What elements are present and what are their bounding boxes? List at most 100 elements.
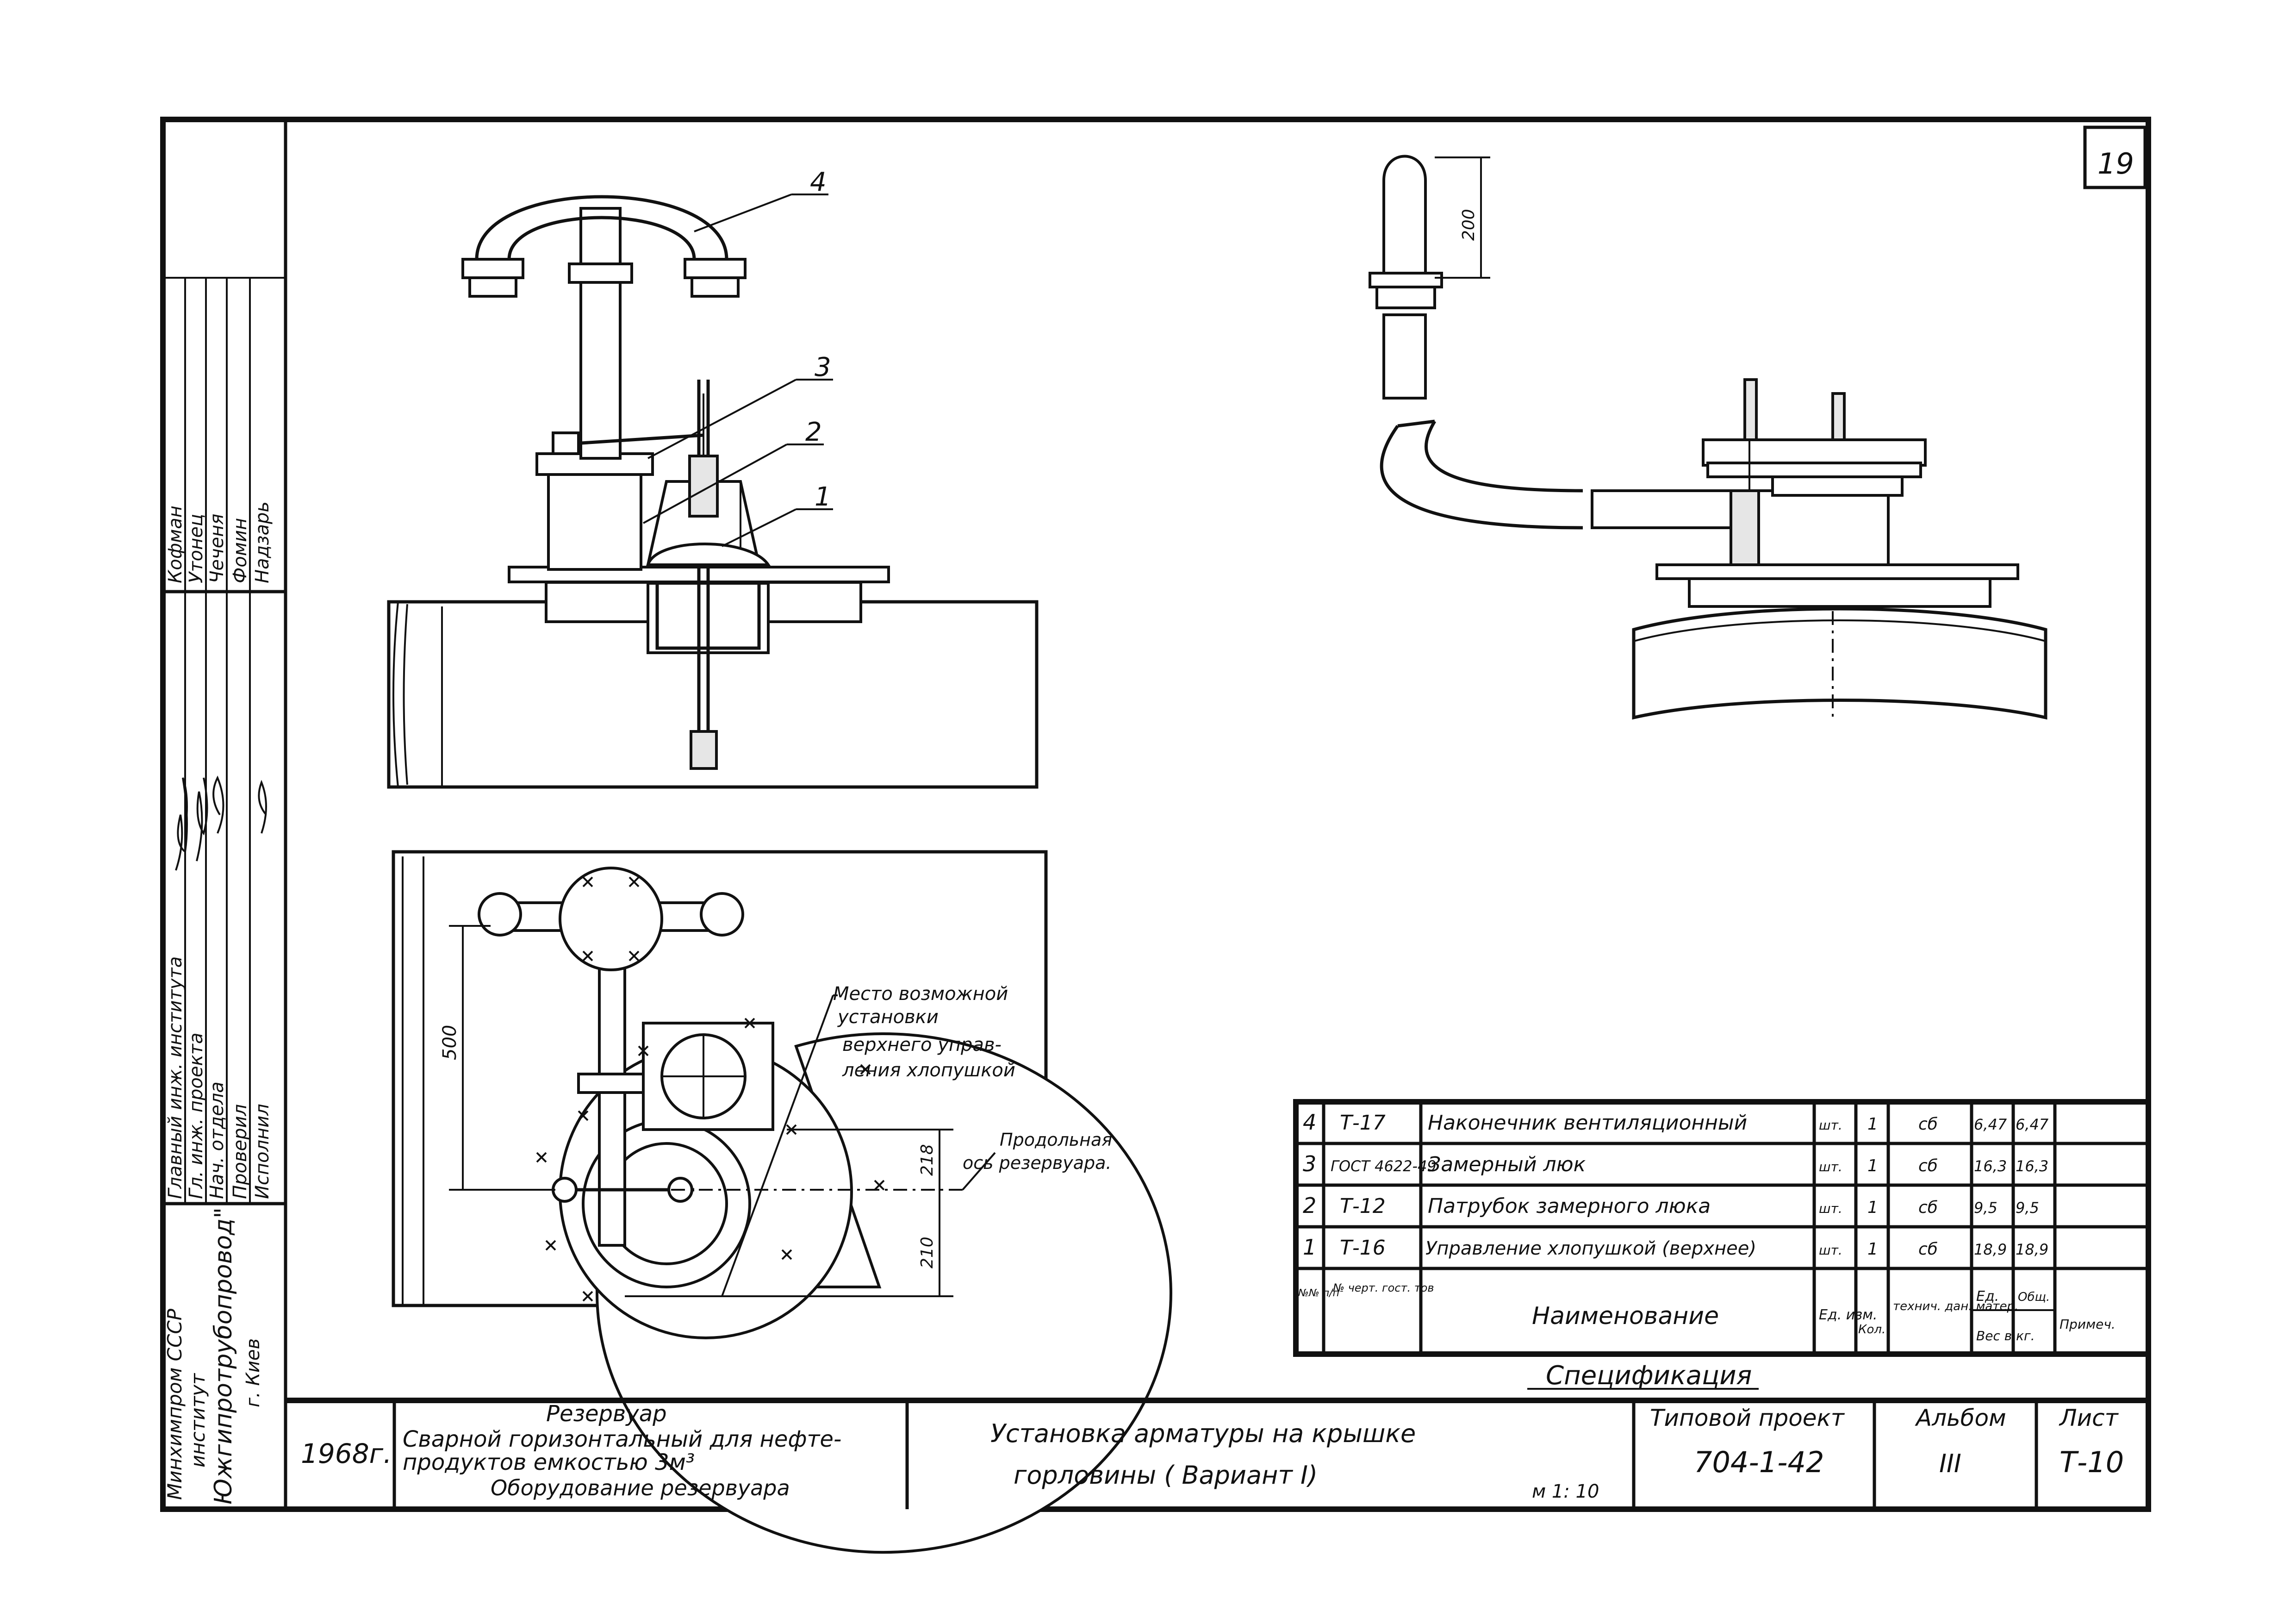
spec-row-2-qty: 1	[1867, 1156, 1878, 1175]
sheet-label: Лист	[2059, 1405, 2119, 1431]
spec-row-2-name: Замерный люк	[1428, 1153, 1586, 1176]
spec-head-unit: Ед. изм.	[1819, 1307, 1877, 1323]
project-value: 704-1-42	[1694, 1445, 1824, 1479]
front-elevation-view: 4 3 2 1	[387, 167, 1039, 789]
spec-row-3-unit: шт.	[1819, 1201, 1842, 1216]
dim-218: 218	[918, 1144, 937, 1176]
specification-table: 4 Т-17 Наконечник вентиляционный шт. 1 с…	[1293, 1099, 2151, 1391]
role-3: Нач. отдела	[206, 1081, 228, 1199]
name-1: Кофман	[165, 506, 186, 583]
spec-row-4-tech: сб	[1918, 1240, 1938, 1259]
name-4: Фомин	[230, 518, 251, 583]
name-2: Утонец	[186, 514, 207, 583]
spec-row-1-name: Наконечник вентиляционный	[1428, 1111, 1747, 1135]
spec-row-4-w1: 18,9	[1974, 1241, 2007, 1258]
spec-row-2-doc: ГОСТ 4622-49	[1331, 1157, 1437, 1175]
spec-row-1-unit: шт.	[1819, 1118, 1842, 1133]
spec-row-2-w2: 16,3	[2016, 1157, 2048, 1175]
spec-row-4-unit: шт.	[1819, 1243, 1842, 1258]
spec-head-doc: № черт. гост. тов	[1332, 1281, 1434, 1294]
scale: м 1: 10	[1532, 1481, 1599, 1502]
role-4: Проверил	[230, 1104, 251, 1199]
dim-210: 210	[918, 1237, 937, 1268]
project-label: Типовой проект	[1650, 1405, 1845, 1431]
role-5: Исполнил	[252, 1104, 273, 1199]
spec-head-w-label: Вес в кг.	[1976, 1328, 2035, 1343]
spec-row-3-pos: 2	[1303, 1193, 1316, 1218]
note-place-1: Место возможной	[833, 983, 1008, 1005]
object-line-1: Резервуар	[546, 1401, 667, 1427]
name-5: Надзарь	[252, 501, 273, 583]
spec-head-qty: Кол.	[1858, 1323, 1885, 1337]
spec-row-1-doc: Т-17	[1340, 1111, 1386, 1135]
spec-row-2-unit: шт.	[1819, 1159, 1842, 1174]
dim-200: 200	[1459, 209, 1478, 241]
org-line-3: Южгипротрубопровод"	[210, 1207, 237, 1505]
note-place-2: установки	[837, 1006, 939, 1028]
spec-row-2-w1: 16,3	[1974, 1157, 2007, 1175]
tank-shell-side	[1632, 607, 2047, 720]
stamp-org: Минхимпром СССР институт Южгипротрубопро…	[163, 1207, 264, 1505]
note-axis-2: ось резервуара.	[963, 1153, 1111, 1173]
sheet-corner-box	[2083, 125, 2147, 189]
elbow-pipe	[1380, 425, 1583, 530]
note-place-4: ления хлопушкой	[842, 1060, 1015, 1081]
stamp-roles: Главный инж. института Гл. инж. проекта …	[165, 956, 273, 1199]
signatures	[175, 775, 267, 871]
spec-row-3-w1: 9,5	[1974, 1199, 1997, 1217]
role-1: Главный инж. института	[165, 956, 186, 1199]
spec-row-4-doc: Т-16	[1340, 1236, 1386, 1260]
callout-3: 3	[815, 352, 831, 382]
spec-row-3-name: Патрубок замерного люка	[1428, 1194, 1711, 1218]
album-label: Альбом	[1915, 1405, 2006, 1431]
sheet-value: Т-10	[2060, 1445, 2124, 1479]
stamp-names: Кофман Утонец Чеченя Фомин Надзарь	[165, 501, 273, 583]
spec-row-3-tech: сб	[1918, 1198, 1938, 1217]
note-place-3: верхнего управ-	[842, 1034, 1002, 1056]
year: 1968г.	[301, 1438, 392, 1469]
spec-row-3-qty: 1	[1867, 1198, 1878, 1217]
name-3: Чеченя	[206, 514, 228, 584]
object-line-2: Сварной горизонтальный для нефте-	[403, 1426, 841, 1452]
spec-row-4-pos: 1	[1303, 1235, 1316, 1260]
spec-row-1-w1: 6,47	[1974, 1116, 2007, 1133]
spec-row-2-tech: сб	[1918, 1156, 1938, 1175]
drawing-line-2: горловины ( Вариант I)	[1014, 1461, 1318, 1490]
spec-head-w-unit: Ед.	[1976, 1288, 1999, 1305]
note-axis-1: Продольная	[1000, 1130, 1112, 1150]
drawing-line-1: Установка арматуры на крышке	[990, 1419, 1416, 1448]
spec-head-pos: №№ п/п	[1298, 1287, 1339, 1299]
spec-row-1-w2: 6,47	[2016, 1116, 2049, 1133]
spec-row-2-pos: 3	[1303, 1151, 1316, 1176]
spec-head-note: Примеч.	[2060, 1317, 2116, 1332]
spec-title: Спецификация	[1546, 1361, 1752, 1391]
callout-2: 2	[805, 417, 822, 447]
spec-row-3-doc: Т-12	[1340, 1194, 1386, 1218]
left-stamp-strip	[161, 118, 287, 1511]
dim-500: 500	[439, 1025, 460, 1060]
side-elevation-view: 200	[1369, 155, 2047, 722]
vent-arc-pipe	[475, 195, 728, 260]
spec-row-3-w2: 9,5	[2016, 1199, 2039, 1217]
spec-head-tech: технич. дан. матер.	[1893, 1299, 2018, 1313]
spec-head-w-total: Общ.	[2018, 1290, 2050, 1304]
spec-row-1-pos: 4	[1303, 1110, 1316, 1135]
role-2: Гл. инж. проекта	[186, 1033, 207, 1199]
plan-view: 500 218 210 Место возможной установки ве…	[392, 850, 1172, 1554]
object-line-3: продуктов емкостью 3м³	[403, 1449, 695, 1475]
org-line-2: институт	[187, 1373, 209, 1468]
sheet-corner-number: 19	[2097, 147, 2134, 181]
object-line-4: Оборудование резервуара	[491, 1475, 790, 1500]
title-block: 1968г. Резервуар Сварной горизонтальный …	[286, 1398, 2148, 1509]
spec-row-4-qty: 1	[1867, 1240, 1878, 1259]
org-line-4: г. Киев	[243, 1338, 264, 1407]
album-value: III	[1939, 1449, 1961, 1478]
callout-4: 4	[810, 167, 827, 197]
spec-head-name: Наименование	[1532, 1302, 1719, 1330]
callout-1: 1	[815, 482, 831, 512]
spec-row-1-qty: 1	[1867, 1115, 1878, 1134]
spec-row-4-name: Управление хлопушкой (верхнее)	[1425, 1238, 1756, 1259]
spec-row-1-tech: сб	[1918, 1115, 1938, 1134]
org-line-1: Минхимпром СССР	[163, 1308, 186, 1500]
